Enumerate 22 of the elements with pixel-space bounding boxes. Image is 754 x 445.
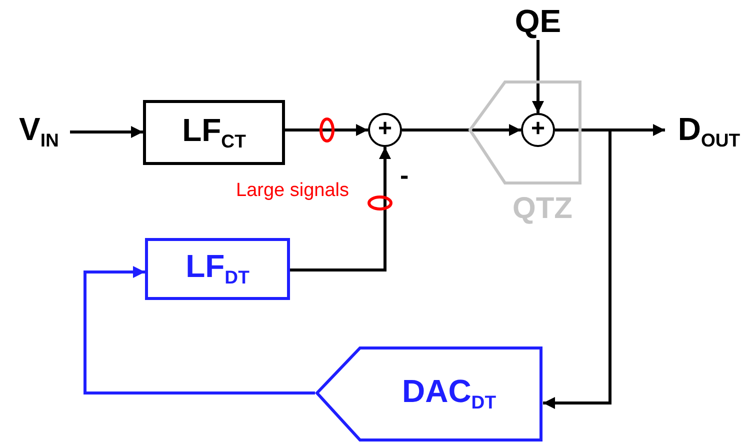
filter-box bbox=[143, 100, 285, 165]
signal-label: DAC$_{DT}$ bbox=[402, 375, 496, 413]
arrow bbox=[285, 124, 368, 136]
minus-sign: - bbox=[400, 160, 409, 191]
filter-box bbox=[145, 238, 290, 300]
arrow bbox=[290, 147, 391, 272]
signal-label: LF$_{DT}$ bbox=[186, 250, 250, 288]
annotation-text: Large signals bbox=[236, 180, 350, 202]
signal-label: V$_{IN}$ bbox=[19, 113, 59, 151]
summing-junction bbox=[368, 113, 402, 147]
signal-label: D$_{OUT}$ bbox=[678, 113, 740, 151]
arrow bbox=[402, 124, 521, 136]
arrow bbox=[84, 266, 315, 394]
arrow bbox=[532, 40, 544, 113]
plus-sign: + bbox=[530, 117, 545, 141]
summing-junction bbox=[521, 113, 555, 147]
plus-sign: + bbox=[378, 117, 392, 141]
arrow bbox=[543, 128, 612, 409]
arrow bbox=[70, 126, 143, 138]
block-label: QTZ bbox=[512, 194, 572, 224]
signal-label: QE bbox=[514, 5, 562, 37]
signal-label: LF$_{CT}$ bbox=[182, 114, 246, 152]
